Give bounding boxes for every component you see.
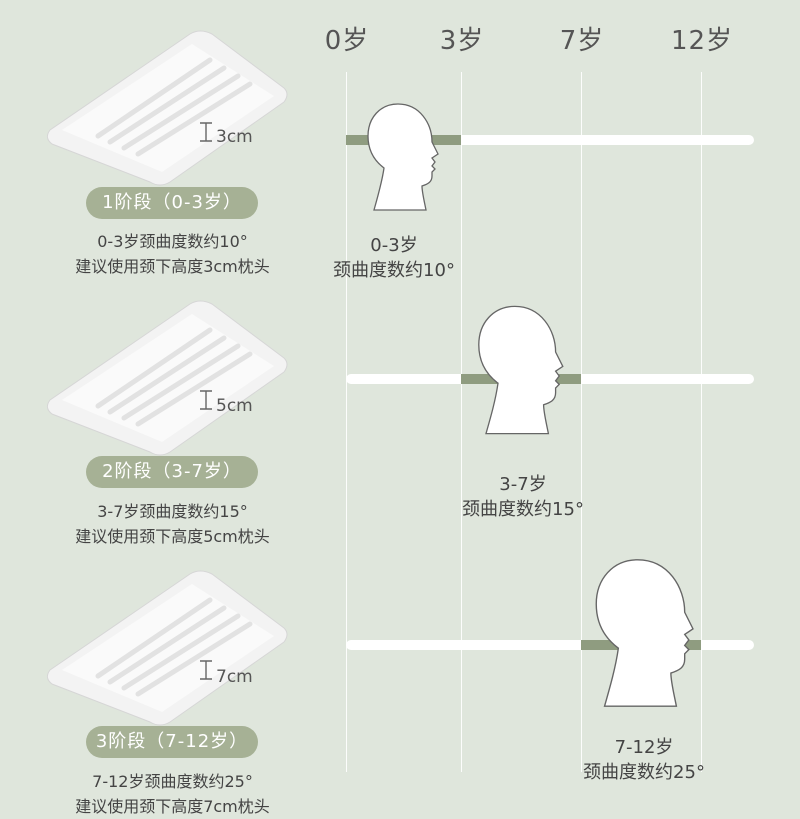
head-caption-2-line-2: 颈曲度数约15° — [462, 499, 584, 520]
pillow-image-stage-3 — [46, 570, 288, 726]
pillow-image-stage-2 — [46, 300, 288, 456]
stage-pill-2: 2阶段（3-7岁） — [86, 456, 258, 488]
pillow-image-stage-1 — [46, 30, 288, 186]
age-label-12: 12岁 — [670, 26, 734, 56]
age-label-7: 7岁 — [559, 26, 605, 56]
age-label-0: 0岁 — [324, 26, 370, 56]
stage-desc-2-line-2: 建议使用颈下高度5cm枕头 — [75, 527, 270, 546]
stage-desc-3: 7-12岁颈曲度数约25° 建议使用颈下高度7cm枕头 — [40, 769, 305, 819]
guide-line-3 — [461, 72, 462, 772]
stage-pill-3: 3阶段（7-12岁） — [86, 726, 258, 758]
stage-desc-1-line-2: 建议使用颈下高度3cm枕头 — [75, 257, 270, 276]
stage-pill-1: 1阶段（0-3岁） — [86, 187, 258, 219]
head-caption-stage-2: 3-7岁 颈曲度数约15° — [423, 472, 623, 522]
stage-desc-1-line-1: 0-3岁颈曲度数约10° — [97, 232, 248, 251]
height-label-stage-2: 5cm — [216, 396, 253, 416]
stage-desc-2-line-1: 3-7岁颈曲度数约15° — [97, 502, 248, 521]
height-label-stage-1: 3cm — [216, 127, 253, 147]
age-label-3: 3岁 — [439, 26, 485, 56]
head-caption-1-line-1: 0-3岁 — [370, 235, 418, 256]
head-caption-stage-1: 0-3岁 颈曲度数约10° — [294, 233, 494, 283]
head-silhouette-stage-2 — [478, 305, 564, 435]
stage-desc-2: 3-7岁颈曲度数约15° 建议使用颈下高度5cm枕头 — [40, 499, 305, 549]
height-label-stage-3: 7cm — [216, 667, 253, 687]
head-caption-1-line-2: 颈曲度数约10° — [333, 260, 455, 281]
head-caption-2-line-1: 3-7岁 — [499, 474, 547, 495]
head-caption-stage-3: 7-12岁 颈曲度数约25° — [544, 735, 744, 785]
guide-line-7 — [581, 72, 582, 772]
guide-line-12 — [701, 72, 702, 772]
stage-desc-1: 0-3岁颈曲度数约10° 建议使用颈下高度3cm枕头 — [40, 229, 305, 279]
head-caption-3-line-1: 7-12岁 — [614, 737, 674, 758]
head-caption-3-line-2: 颈曲度数约25° — [583, 762, 705, 783]
stage-desc-3-line-2: 建议使用颈下高度7cm枕头 — [75, 797, 270, 816]
stage-desc-3-line-1: 7-12岁颈曲度数约25° — [92, 772, 253, 791]
guide-line-0 — [346, 72, 347, 772]
head-silhouette-stage-1 — [367, 103, 439, 211]
head-silhouette-stage-3 — [595, 559, 694, 707]
